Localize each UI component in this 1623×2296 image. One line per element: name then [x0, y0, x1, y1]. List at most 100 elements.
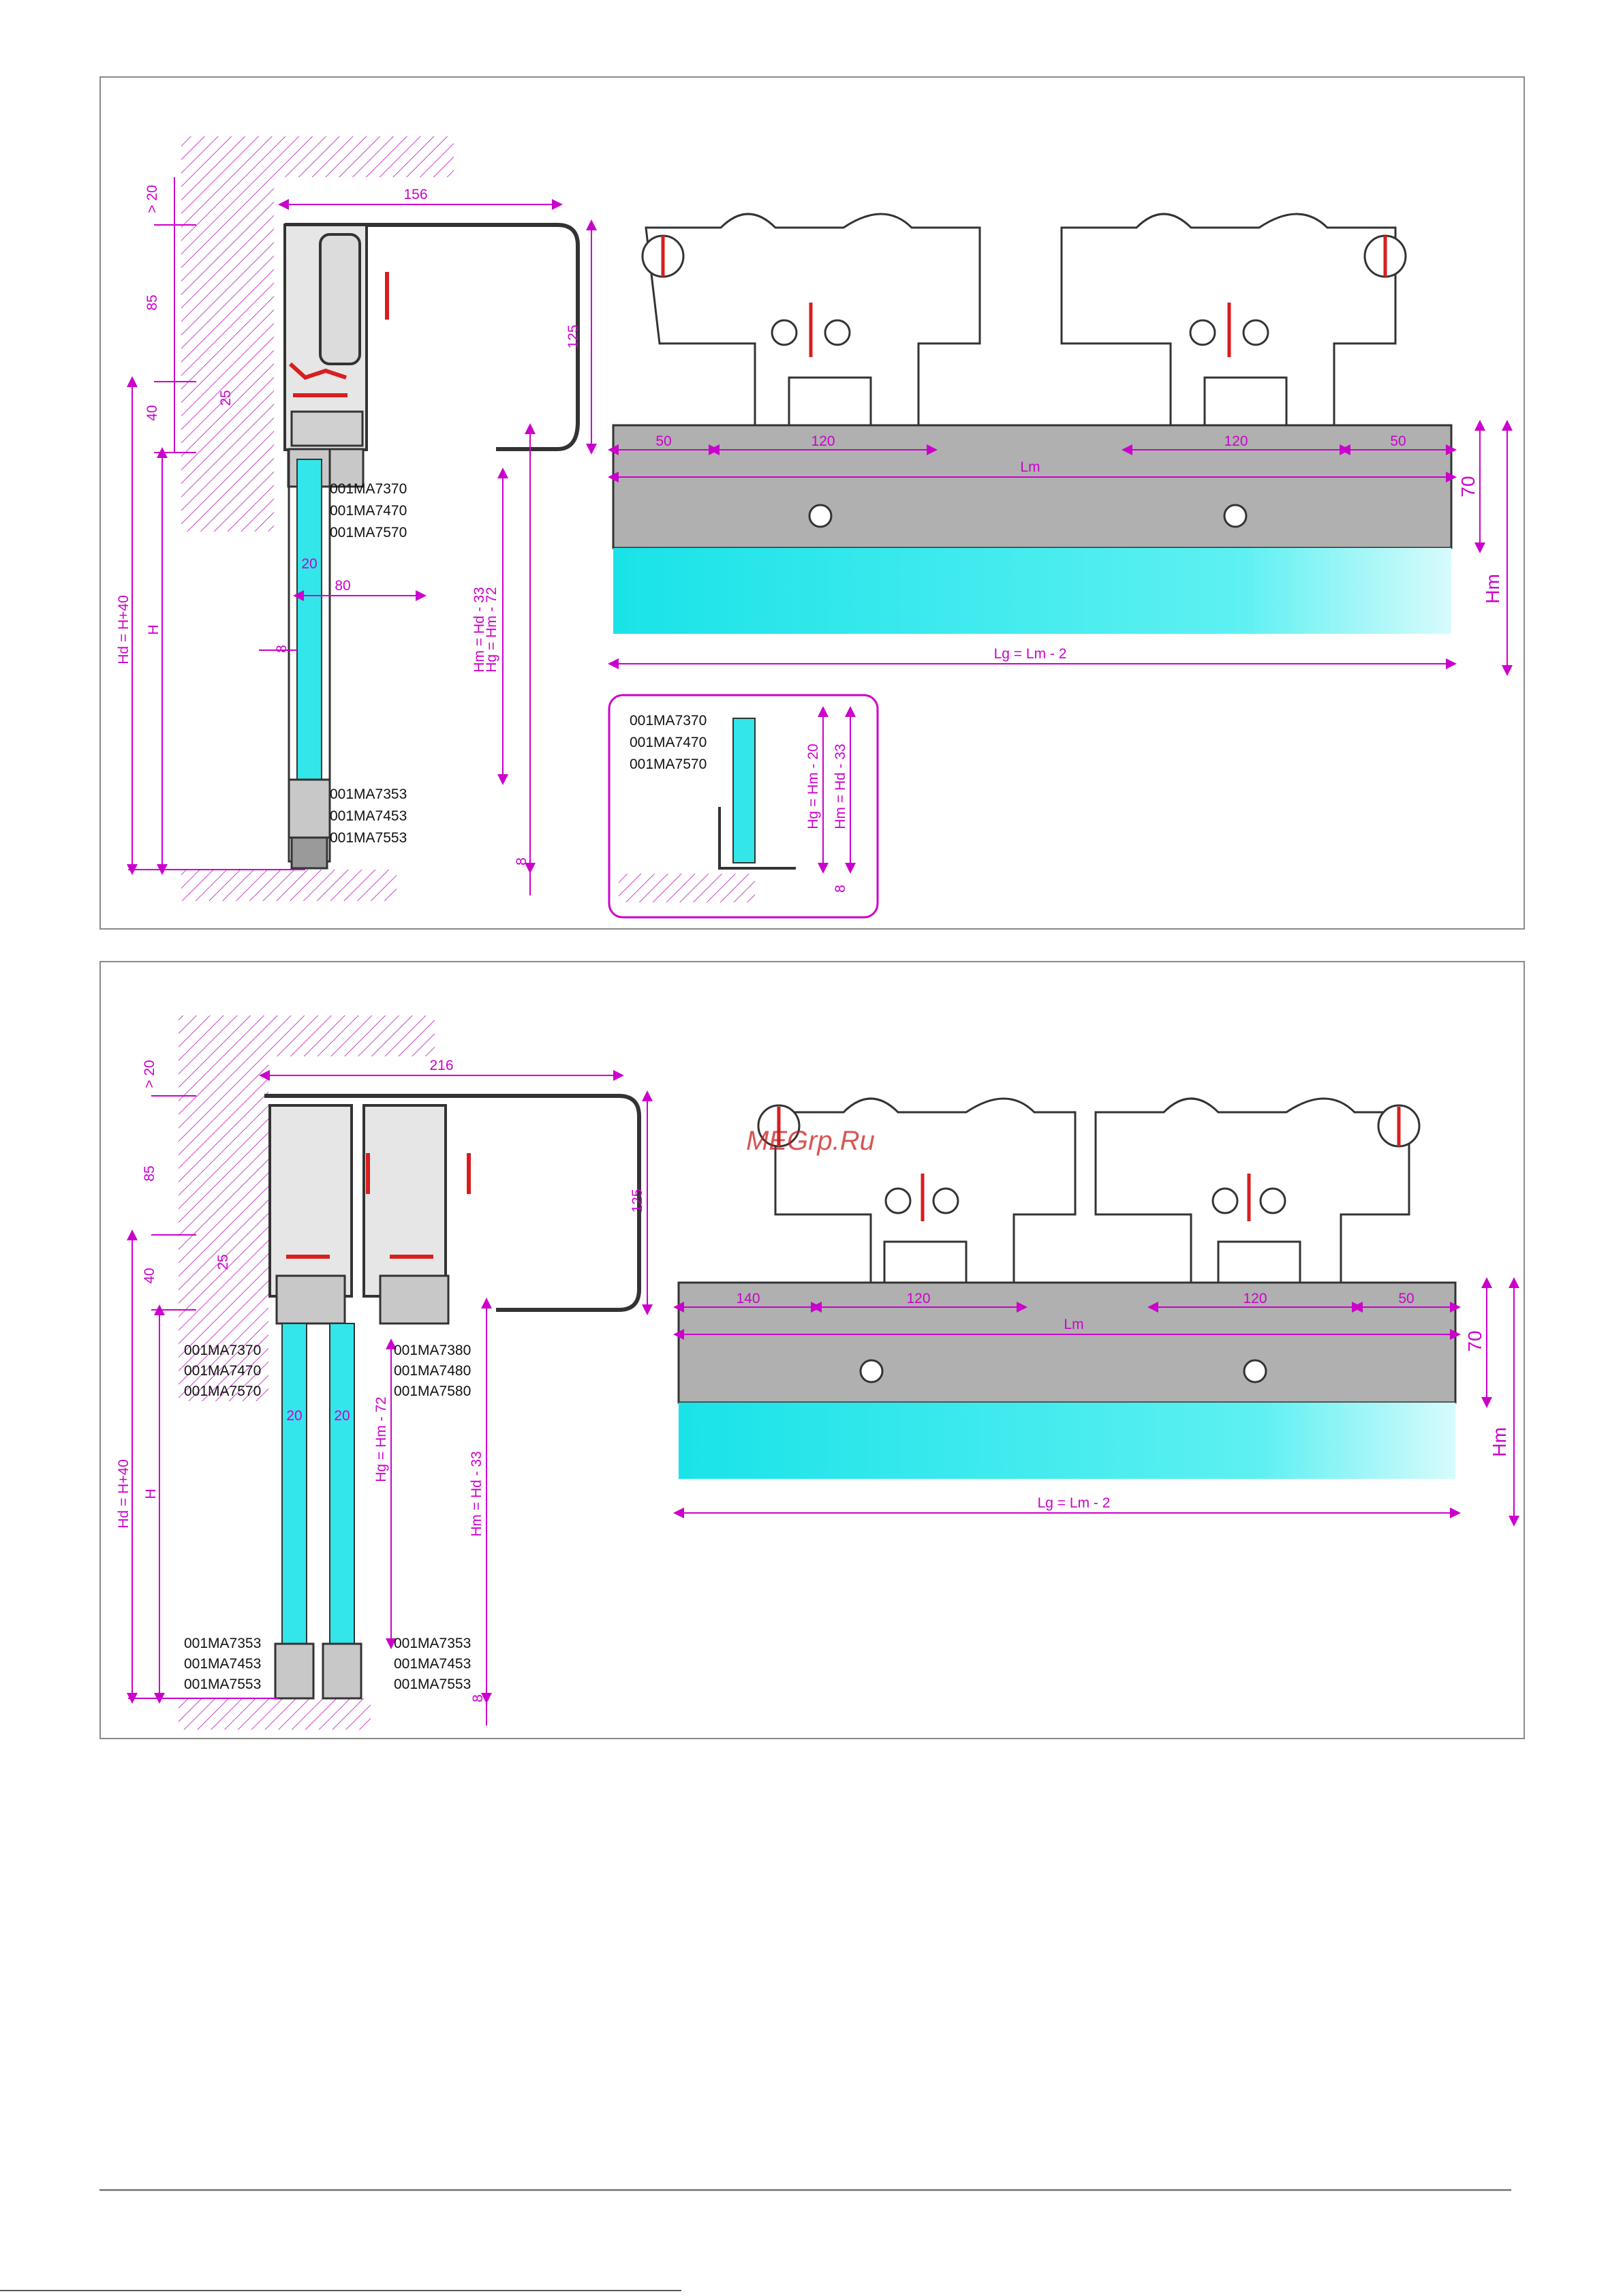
glass-elevation — [613, 548, 1451, 634]
dim-gt20: > 20 — [142, 1060, 157, 1088]
carriage-left — [757, 1097, 1077, 1284]
dim-Hg: Hg = Hm - 72 — [484, 587, 499, 672]
dim-85: 85 — [144, 294, 160, 310]
dim-125: 125 — [566, 324, 581, 348]
track-profile — [285, 223, 580, 451]
carriage-clamp — [290, 410, 364, 447]
glass-pane-right — [329, 1323, 355, 1644]
detail-hatch — [619, 874, 755, 902]
detail-hg: Hg = Hm - 20 — [805, 744, 821, 829]
bottom-rail-left — [274, 1642, 315, 1700]
wall-hatch — [181, 177, 274, 532]
code-bottom-1: 001MA7353 — [330, 786, 407, 802]
elev-seg-2: 120 — [811, 433, 835, 449]
glass-elevation — [679, 1403, 1455, 1479]
code-top-3: 001MA7570 — [330, 525, 407, 540]
bottom-rail — [288, 778, 331, 839]
floor-hatch — [179, 1698, 371, 1730]
roller-wheel — [319, 233, 361, 365]
track-profile — [264, 1094, 641, 1312]
dim-8: 8 — [274, 645, 290, 653]
code-br-1: 001MA7353 — [394, 1636, 471, 1651]
elev-hm: Hm — [1482, 574, 1503, 604]
rail-hole-left — [859, 1359, 884, 1383]
rail-hole-right — [1243, 1359, 1267, 1383]
track-bracket-right — [362, 1104, 447, 1298]
watermark: MEGrp.Ru — [746, 1126, 875, 1156]
dim-25: 25 — [215, 1254, 231, 1270]
dim-125: 125 — [630, 1189, 645, 1212]
code-bl-3: 001MA7553 — [184, 1677, 261, 1692]
carriage-left — [641, 213, 981, 427]
dim-Hm: Hm = Hd - 33 — [469, 1451, 484, 1536]
elev-lg: Lg = Lm - 2 — [994, 646, 1067, 662]
red-gasket — [288, 362, 347, 380]
code-br-3: 001MA7553 — [394, 1677, 471, 1692]
code-br-2: 001MA7453 — [394, 1656, 471, 1672]
single-door-drawing: 156 > 20 85 40 25 125 H Hd = H+40 Hg = H… — [116, 136, 1513, 919]
elev-seg-1: 50 — [655, 433, 671, 449]
glass-pane-left — [281, 1323, 307, 1644]
elev-70: 70 — [1464, 1330, 1485, 1351]
elev-hm: Hm — [1489, 1427, 1510, 1457]
wall-hatch — [179, 1056, 268, 1401]
detail-code-2: 001MA7470 — [630, 735, 707, 750]
detail-code-3: 001MA7570 — [630, 756, 707, 772]
track-bracket-left — [268, 1104, 353, 1298]
rail-hole-left — [808, 504, 833, 528]
elev-seg-1: 140 — [736, 1291, 760, 1306]
dim-Hd: Hd = H+40 — [116, 595, 132, 664]
top-rail-profile-left — [275, 1274, 346, 1325]
dim-20b: 20 — [334, 1408, 350, 1424]
detail-glass — [732, 718, 756, 863]
dim-Hm: Hm = Hd - 33 — [472, 587, 487, 672]
dim-Hg: Hg = Hm - 72 — [373, 1396, 389, 1482]
code-top-2: 001MA7470 — [330, 503, 407, 519]
elev-seg-3: 120 — [1243, 1291, 1267, 1306]
footer-rule — [99, 2189, 1511, 2191]
dim-80: 80 — [335, 578, 350, 594]
code-bl-1: 001MA7353 — [184, 1636, 261, 1651]
double-door-drawing: 216 > 20 85 40 25 125 H Hd = H+40 Hg = H… — [116, 1015, 1519, 1730]
dim-25: 25 — [218, 390, 234, 405]
glass-pane — [296, 459, 322, 780]
dim-40: 40 — [142, 1268, 157, 1283]
panel-double-door: 216 > 20 85 40 25 125 H Hd = H+40 Hg = H… — [99, 961, 1525, 1739]
bottom-rail-right — [322, 1642, 362, 1700]
elev-seg-4: 50 — [1398, 1291, 1414, 1306]
dim-H: H — [146, 624, 161, 634]
code-tl-1: 001MA7370 — [184, 1343, 261, 1358]
dim-20: 20 — [301, 556, 317, 572]
dim-20a: 20 — [286, 1408, 302, 1424]
detail-8: 8 — [833, 885, 848, 893]
bottom-guide — [290, 836, 328, 870]
dim-H: H — [143, 1488, 159, 1499]
elev-seg-2: 120 — [906, 1291, 930, 1306]
code-tl-3: 001MA7570 — [184, 1383, 261, 1399]
dim-40: 40 — [144, 405, 160, 420]
elev-seg-4: 50 — [1390, 433, 1406, 449]
code-tr-3: 001MA7580 — [394, 1383, 471, 1399]
dim-85: 85 — [142, 1165, 157, 1181]
rail-hole-right — [1223, 504, 1248, 528]
elev-70: 70 — [1457, 476, 1479, 497]
floor-hatch — [181, 870, 397, 901]
elev-lm: Lm — [1064, 1317, 1083, 1332]
dim-8b: 8 — [514, 857, 529, 866]
code-bottom-3: 001MA7553 — [330, 830, 407, 846]
detail-inset — [608, 694, 879, 919]
elev-lm: Lm — [1020, 459, 1040, 475]
dim-width: 156 — [403, 187, 427, 202]
top-rail-profile-right — [379, 1274, 450, 1325]
carriage-right — [1094, 1097, 1421, 1284]
dim-8: 8 — [470, 1694, 486, 1702]
code-tr-2: 001MA7480 — [394, 1363, 471, 1379]
code-top-1: 001MA7370 — [330, 481, 407, 497]
detail-code-1: 001MA7370 — [630, 713, 707, 729]
code-bottom-2: 001MA7453 — [330, 808, 407, 824]
elev-seg-3: 120 — [1224, 433, 1248, 449]
carriage-right — [1060, 213, 1407, 427]
elev-lg: Lg = Lm - 2 — [1038, 1495, 1111, 1511]
ceiling-hatch — [181, 136, 454, 177]
dim-width: 216 — [429, 1058, 453, 1073]
